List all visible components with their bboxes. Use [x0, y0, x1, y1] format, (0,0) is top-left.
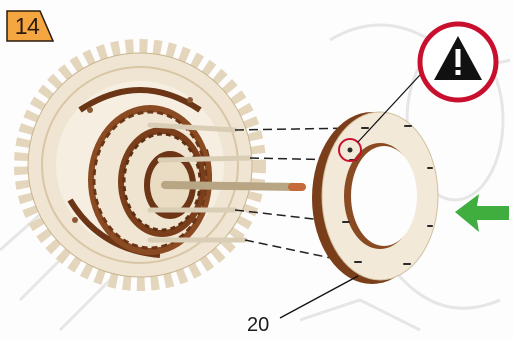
- insert-direction-arrow-icon: [455, 192, 509, 234]
- part-label-leader: [280, 276, 358, 318]
- part-number-label: 20: [247, 313, 287, 337]
- step-number: 14: [10, 13, 44, 39]
- step-badge: 14: [6, 10, 54, 42]
- ring-part-20: [312, 112, 438, 284]
- warning-icon: [416, 20, 500, 104]
